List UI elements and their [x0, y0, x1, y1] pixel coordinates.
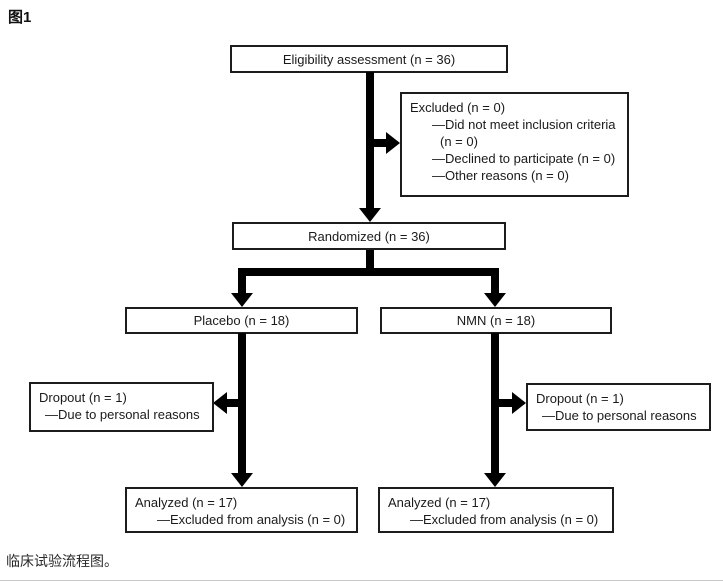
analyzed-right-box: Analyzed (n = 17) —Excluded from analysi… — [378, 487, 614, 533]
dropout-right-title: Dropout (n = 1) — [536, 391, 624, 406]
arrowhead-into-analyzed-left — [231, 473, 253, 487]
excluded-box: Excluded (n = 0) —Did not meet inclusion… — [400, 92, 629, 197]
analyzed-left-box: Analyzed (n = 17) —Excluded from analysi… — [125, 487, 358, 533]
figure-label: 图1 — [8, 9, 32, 26]
arrowhead-into-placebo — [231, 293, 253, 307]
dropout-left-reason: —Due to personal reasons — [45, 407, 200, 422]
arrowhead-into-dropout-left — [213, 392, 227, 414]
randomized-label: Randomized (n = 36) — [308, 228, 430, 244]
connector-split-to-placebo — [238, 268, 246, 293]
nmn-box: NMN (n = 18) — [380, 307, 612, 334]
excluded-reason-declined: —Declined to participate (n = 0) — [432, 151, 616, 166]
connector-to-dropout-right — [495, 399, 512, 407]
arrowhead-into-nmn — [484, 293, 506, 307]
bottom-divider — [0, 580, 723, 581]
connector-randomized-stub — [366, 250, 374, 276]
connector-to-excluded — [370, 139, 386, 147]
arrowhead-into-dropout-right — [512, 392, 526, 414]
randomized-box: Randomized (n = 36) — [232, 222, 506, 250]
excluded-title: Excluded (n = 0) — [410, 100, 506, 115]
dropout-right-box: Dropout (n = 1) —Due to personal reasons — [526, 383, 711, 431]
nmn-label: NMN (n = 18) — [456, 313, 536, 328]
arrowhead-into-excluded — [386, 132, 400, 154]
connector-split-to-nmn — [491, 268, 499, 293]
excluded-reason-inclusion-n: (n = 0) — [440, 134, 478, 149]
connector-to-dropout-left — [227, 399, 246, 407]
placebo-box: Placebo (n = 18) — [125, 307, 358, 334]
analyzed-right-detail: —Excluded from analysis (n = 0) — [410, 512, 599, 527]
dropout-left-box: Dropout (n = 1) —Due to personal reasons — [29, 382, 214, 432]
connector-split-horizontal — [238, 268, 499, 276]
placebo-label: Placebo (n = 18) — [193, 313, 290, 328]
eligibility-assessment-label: Eligibility assessment (n = 36) — [282, 51, 456, 67]
arrowhead-into-randomized — [359, 208, 381, 222]
excluded-reason-other: —Other reasons (n = 0) — [432, 168, 569, 183]
dropout-left-title: Dropout (n = 1) — [39, 390, 127, 405]
dropout-right-reason: —Due to personal reasons — [542, 408, 697, 423]
analyzed-left-detail: —Excluded from analysis (n = 0) — [157, 512, 346, 527]
figure-caption: 临床试验流程图。 — [6, 553, 118, 569]
analyzed-left-title: Analyzed (n = 17) — [135, 495, 238, 510]
excluded-reason-inclusion: —Did not meet inclusion criteria — [432, 117, 616, 132]
arrowhead-into-analyzed-right — [484, 473, 506, 487]
eligibility-assessment-box: Eligibility assessment (n = 36) — [230, 45, 508, 73]
analyzed-right-title: Analyzed (n = 17) — [388, 495, 491, 510]
